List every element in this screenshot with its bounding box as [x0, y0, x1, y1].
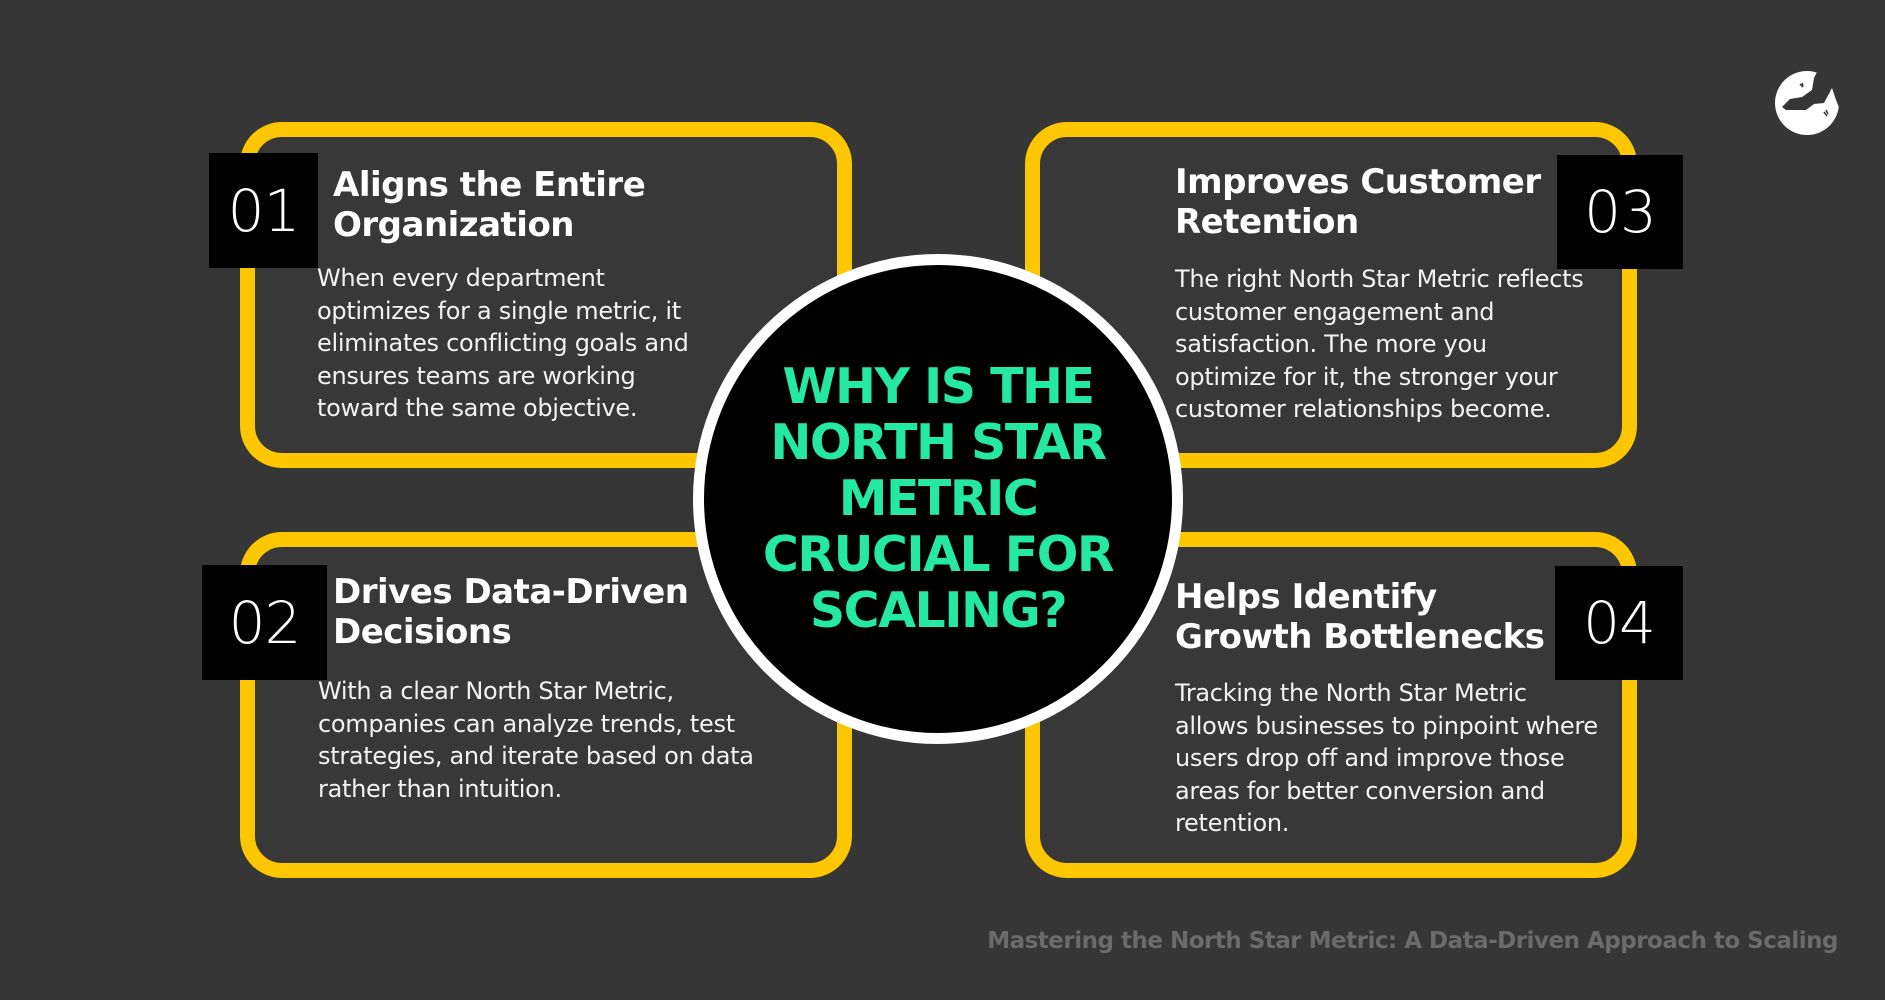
card-title-02: Drives Data-Driven Decisions — [333, 572, 689, 652]
card-body-04: Tracking the North Star Metric allows bu… — [1175, 679, 1598, 837]
card-title-03: Improves Customer Retention — [1175, 162, 1541, 242]
card-title-04: Helps Identify Growth Bottlenecks — [1175, 577, 1545, 657]
card-body-01: When every department optimizes for a si… — [317, 264, 689, 422]
footer-caption: Mastering the North Star Metric: A Data-… — [987, 928, 1838, 954]
card-body-03: The right North Star Metric reflects cus… — [1175, 265, 1584, 423]
card-body-02: With a clear North Star Metric, companie… — [318, 677, 754, 803]
card-number-01: 01 — [209, 153, 318, 268]
card-title-01: Aligns the Entire Organization — [333, 165, 646, 245]
card-number-04: 04 — [1555, 566, 1683, 680]
card-aligns-organization — [240, 122, 852, 468]
center-heading: WHY IS THE NORTH STAR METRIC CRUCIAL FOR… — [762, 358, 1115, 639]
card-number-03: 03 — [1557, 155, 1683, 269]
center-circle: WHY IS THE NORTH STAR METRIC CRUCIAL FOR… — [693, 254, 1183, 744]
brand-logo-icon — [1774, 70, 1840, 136]
card-number-02: 02 — [202, 565, 327, 680]
